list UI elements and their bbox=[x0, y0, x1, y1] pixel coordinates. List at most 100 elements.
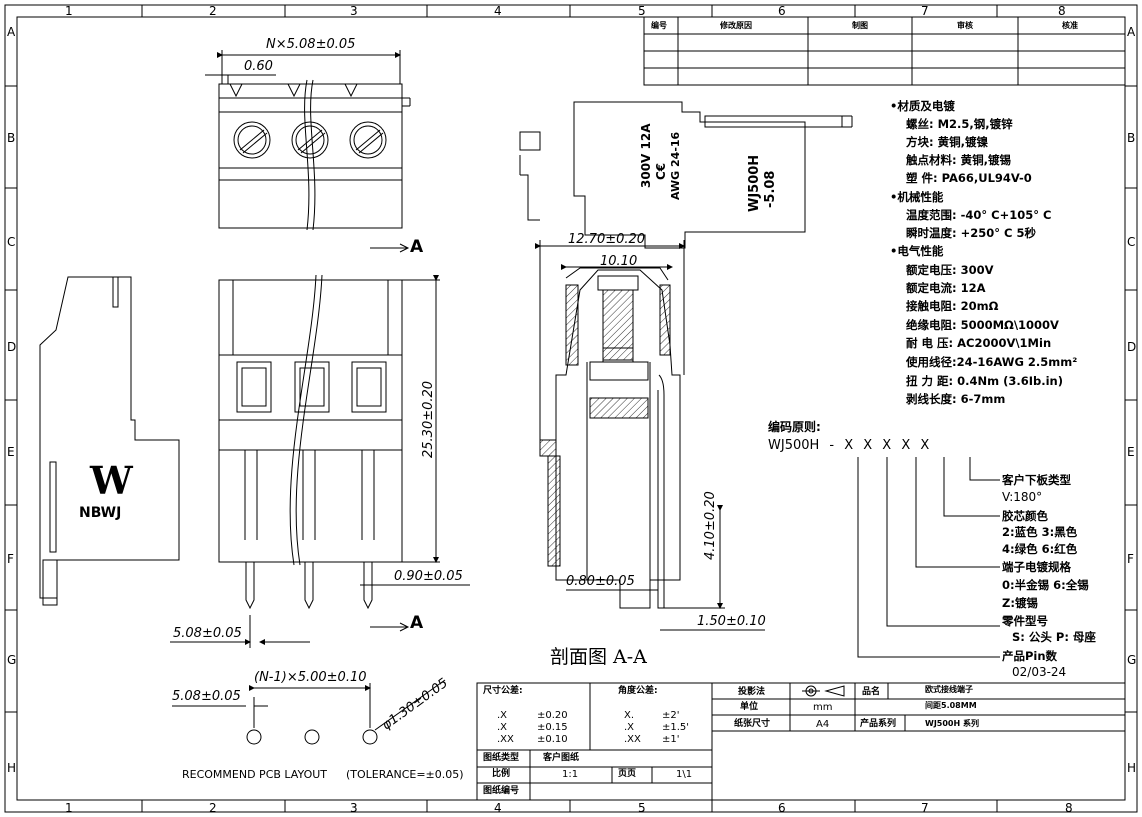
grid-row-c: C bbox=[7, 235, 16, 249]
tol-xx: .X bbox=[497, 722, 508, 733]
tol-x: .X bbox=[497, 710, 508, 721]
dim-pin-dia: 0.90±0.05 bbox=[394, 569, 463, 584]
dim-inner-width: 10.10 bbox=[600, 254, 638, 269]
model-label: WJ500H bbox=[747, 154, 762, 212]
grid-col-4: 4 bbox=[494, 4, 502, 18]
grid-col-3: 3 bbox=[350, 4, 358, 18]
grid-row-h-right: H bbox=[1127, 761, 1137, 775]
grid-col-5: 5 bbox=[638, 4, 646, 18]
ang-x-value: ±2' bbox=[662, 710, 680, 721]
unit-label: 单位 bbox=[740, 702, 759, 712]
spec-strip: 剥线长度: 6-7mm bbox=[906, 392, 1006, 406]
grid-col-4-bottom: 4 bbox=[494, 801, 502, 815]
revision-table bbox=[643, 16, 1126, 86]
code-tree bbox=[857, 457, 1000, 658]
grid-row-d-right: D bbox=[1127, 340, 1137, 354]
grid-col-1-bottom: 1 bbox=[65, 801, 73, 815]
dim-pin-thickness: 1.50±0.10 bbox=[697, 614, 766, 629]
grid-col-3-bottom: 3 bbox=[350, 801, 358, 815]
tol-x-value: ±0.20 bbox=[537, 710, 568, 721]
grid-row-f: F bbox=[7, 552, 14, 566]
spec-torque: 扭 力 距: 0.4Nm (3.6Ib.in) bbox=[906, 374, 1063, 388]
grid-col-6: 6 bbox=[778, 4, 786, 18]
rev-header-approve: 核准 bbox=[1062, 21, 1078, 30]
title-block bbox=[476, 682, 1126, 801]
spec-elec-title: •电气性能 bbox=[890, 244, 944, 258]
grid-row-b: B bbox=[7, 131, 16, 145]
product-name-label: 品名 bbox=[862, 687, 881, 697]
drawing-number-label: 图纸编号 bbox=[483, 786, 520, 796]
spec-contact-res: 接触电阻: 20mΩ bbox=[906, 299, 999, 313]
dim-left-offset: 5.08±0.05 bbox=[173, 626, 242, 641]
code-pattern: WJ500H - X X X X X bbox=[768, 438, 930, 453]
spec-withstand: 耐 电 压: AC2000V\1Min bbox=[906, 336, 1052, 350]
spec-block: 方块: 黄铜,镀镍 bbox=[906, 135, 988, 149]
tol-xxx-value: ±0.10 bbox=[537, 734, 568, 745]
code-plating-1: 0:半金锡 6:全锡 bbox=[1002, 578, 1089, 592]
spec-temp-range: 温度范围: -40° C+105° C bbox=[906, 208, 1052, 222]
paper-label: 纸张尺寸 bbox=[734, 719, 771, 729]
scale-label: 比例 bbox=[492, 769, 511, 779]
pcb-tolerance: (TOLERANCE=±0.05) bbox=[346, 768, 464, 781]
grid-col-7-bottom: 7 bbox=[921, 801, 929, 815]
dim-section-width: 12.70±0.20 bbox=[568, 232, 646, 247]
ang-xxx: .XX bbox=[624, 734, 641, 745]
pitch-label: -5.08 bbox=[763, 170, 778, 208]
page-value: 1\1 bbox=[676, 769, 693, 780]
ang-xx: .X bbox=[624, 722, 635, 733]
grid-row-a: A bbox=[7, 25, 16, 39]
grid-row-c-right: C bbox=[1127, 235, 1136, 249]
rating-label: 300V 12A bbox=[639, 123, 653, 189]
grid-col-2-bottom: 2 bbox=[209, 801, 217, 815]
rev-header-reason: 修改原因 bbox=[720, 21, 752, 30]
angle-title: 角度公差: bbox=[618, 686, 658, 696]
product-name-value-2: 间距5.08MM bbox=[925, 701, 977, 710]
spec-screw: 螺丝: M2.5,钢,镀锌 bbox=[906, 117, 1013, 131]
grid-col-5-bottom: 5 bbox=[638, 801, 646, 815]
scale-value: 1:1 bbox=[562, 769, 579, 780]
dim-pitch-n: N×5.08±0.05 bbox=[266, 37, 356, 52]
ang-xx-value: ±1.5' bbox=[662, 722, 690, 733]
tol-xxx: .XX bbox=[497, 734, 514, 745]
left-side-view bbox=[39, 276, 180, 606]
product-name-value: 欧式接线端子 bbox=[925, 685, 973, 694]
spec-current: 额定电流: 12A bbox=[906, 281, 986, 295]
grid-row-f-right: F bbox=[1127, 552, 1134, 566]
front-view bbox=[170, 243, 470, 648]
paper-value: A4 bbox=[816, 719, 830, 730]
rev-header-drawn: 制图 bbox=[852, 21, 868, 30]
code-color-title: 胶芯颜色 bbox=[1002, 509, 1048, 523]
projection-label: 投影法 bbox=[738, 687, 766, 697]
grid-row-g: G bbox=[7, 653, 17, 667]
grid-row-d: D bbox=[7, 340, 17, 354]
spec-wire: 使用线径:24-16AWG 2.5mm² bbox=[906, 355, 1078, 369]
right-side-view bbox=[519, 101, 853, 249]
grid-col-2: 2 bbox=[209, 4, 217, 18]
spec-voltage: 额定电压: 300V bbox=[906, 263, 994, 277]
section-mark-bottom: A bbox=[410, 613, 424, 633]
dim-pin-offset: 0.80±0.05 bbox=[566, 574, 635, 589]
unit-value: mm bbox=[813, 702, 833, 713]
code-board-value: V:180° bbox=[1002, 490, 1043, 504]
dim-offset-top: 0.60 bbox=[244, 59, 273, 74]
rev-header-no: 编号 bbox=[651, 21, 667, 30]
pcb-caption: RECOMMEND PCB LAYOUT bbox=[182, 768, 328, 781]
pcb-pitch: (N-1)×5.00±0.10 bbox=[254, 670, 367, 685]
grid-row-a-right: A bbox=[1127, 25, 1136, 39]
dim-height: 25.30±0.20 bbox=[421, 380, 436, 458]
tol-title: 尺寸公差: bbox=[483, 686, 523, 696]
spec-insulation: 绝缘电阻: 5000MΩ\1000V bbox=[906, 318, 1059, 332]
section-view bbox=[535, 240, 765, 631]
logo-mark: W bbox=[90, 458, 133, 503]
code-pin-title: 产品Pin数 bbox=[1002, 649, 1058, 663]
rev-header-check: 审核 bbox=[957, 21, 973, 30]
section-mark-top: A bbox=[410, 237, 424, 257]
grid-col-8: 8 bbox=[1058, 4, 1066, 18]
dim-pin-length: 4.10±0.20 bbox=[703, 491, 718, 560]
grid-col-6-bottom: 6 bbox=[778, 801, 786, 815]
grid-row-e: E bbox=[7, 445, 15, 459]
section-title: 剖面图 A-A bbox=[550, 646, 647, 668]
ang-x: X. bbox=[624, 710, 635, 721]
